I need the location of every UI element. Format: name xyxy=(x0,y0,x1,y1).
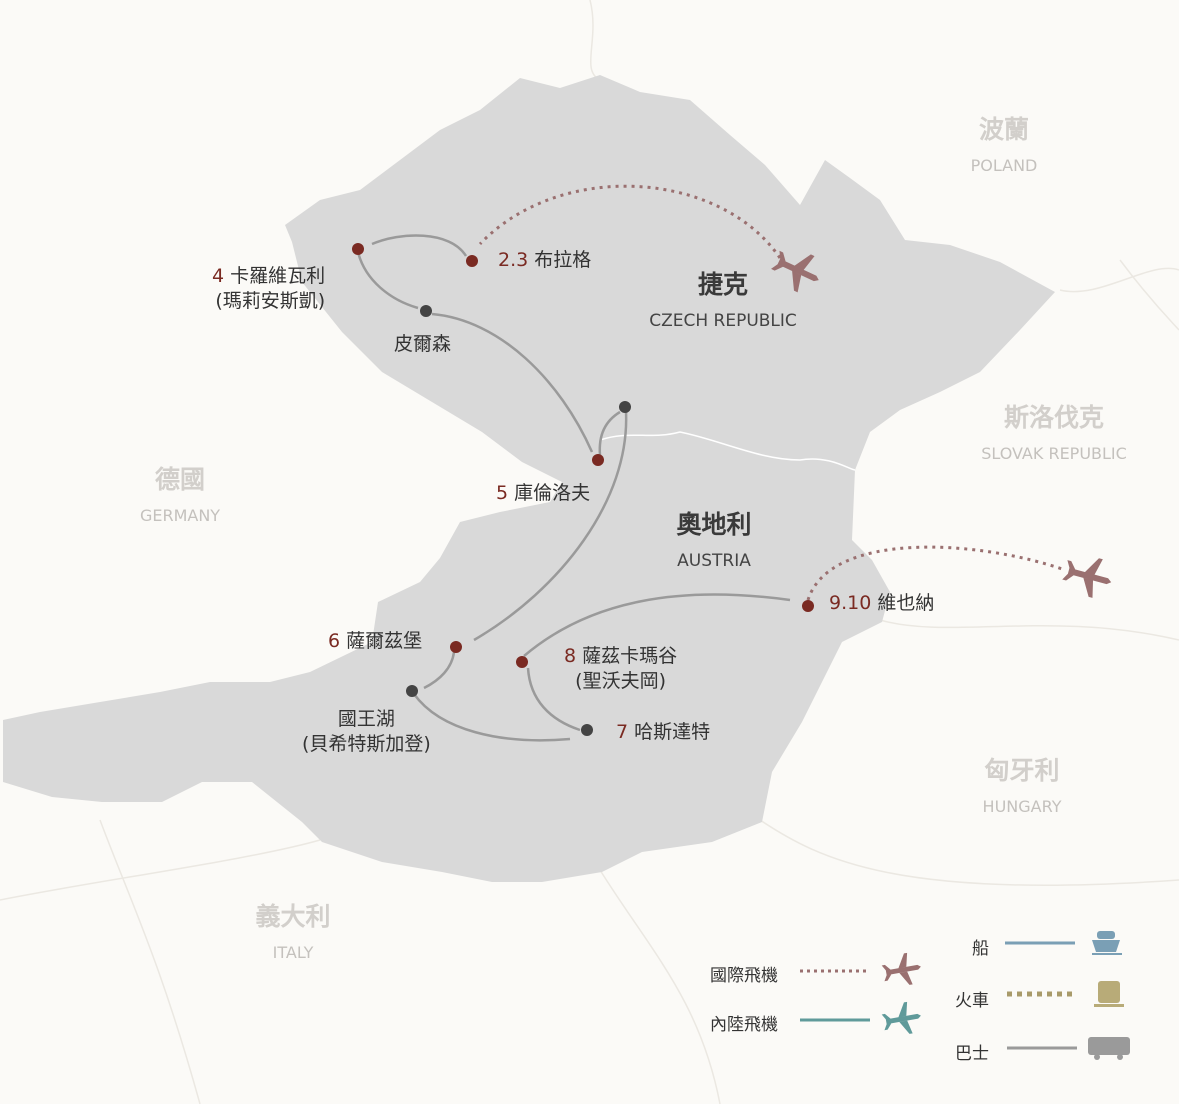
country-italy: 義大利 ITALY xyxy=(255,897,330,962)
stop-name: 維也納 xyxy=(877,592,935,614)
country-name-en: CZECH REPUBLIC xyxy=(649,311,797,331)
stop-name: 庫倫洛夫 xyxy=(514,482,591,504)
stop-number: 8 xyxy=(564,645,577,667)
country-name-en: ITALY xyxy=(272,943,314,962)
country-name-zh: 奧地利 xyxy=(676,510,752,539)
stop-number: 4 xyxy=(212,265,225,287)
bus-routes xyxy=(356,234,791,742)
country-germany: 德國 GERMANY xyxy=(140,460,220,525)
country-name-en: HUNGARY xyxy=(982,797,1062,816)
country-name-zh: 義大利 xyxy=(255,902,331,931)
stop-name: 皮爾森 xyxy=(394,333,452,355)
stop-number: 5 xyxy=(496,482,509,504)
stop-konigssee: 國王湖 (貝希特斯加登) xyxy=(302,707,431,757)
stop-name: 布拉格 xyxy=(534,249,592,271)
stop-name: 薩茲卡瑪谷 xyxy=(582,645,678,667)
legend-ship: 船 xyxy=(972,939,989,959)
stop-name: 國王湖 xyxy=(337,708,395,730)
country-name-zh: 捷克 xyxy=(697,270,748,299)
stop-number: 6 xyxy=(328,630,341,652)
stop-prague: 2.3 布拉格 xyxy=(498,248,591,273)
country-slovakia: 斯洛伐克 SLOVAK REPUBLIC xyxy=(981,398,1127,463)
country-name-en: POLAND xyxy=(970,156,1038,175)
country-name-en: SLOVAK REPUBLIC xyxy=(981,444,1127,463)
czech-austria-land xyxy=(3,75,1055,882)
stop-cesky-krumlov: 5 庫倫洛夫 xyxy=(496,481,590,506)
stop-karlovy-vary: 4 卡羅維瓦利 (瑪莉安斯凱) xyxy=(212,264,325,314)
stop-hallstatt: 7 哈斯達特 xyxy=(616,720,710,745)
stop-salzkammergut: 8 薩茲卡瑪谷 (聖沃夫岡) xyxy=(564,644,677,694)
plane-icons xyxy=(771,250,1112,598)
flight-routes xyxy=(478,184,1066,601)
stop-number: 7 xyxy=(616,721,629,743)
stop-markers xyxy=(352,243,814,668)
country-name-zh: 德國 xyxy=(154,465,205,494)
stop-name: 卡羅維瓦利 xyxy=(230,265,326,287)
legend-train: 火車 xyxy=(955,991,989,1011)
country-czech: 捷克 CZECH REPUBLIC xyxy=(649,265,797,331)
country-name-en: GERMANY xyxy=(139,506,221,525)
country-poland: 波蘭 POLAND xyxy=(971,110,1038,175)
stop-name: 薩爾茲堡 xyxy=(346,630,423,652)
stop-number: 9.10 xyxy=(829,592,872,614)
legend-domestic-flight: 內陸飛機 xyxy=(710,1015,778,1035)
stop-subname: (貝希特斯加登) xyxy=(302,733,431,755)
country-hungary: 匈牙利 HUNGARY xyxy=(983,751,1062,816)
czech-austria-border xyxy=(599,431,856,471)
stop-number: 2.3 xyxy=(498,249,529,271)
stop-vienna: 9.10 維也納 xyxy=(829,591,934,616)
legend-graphics xyxy=(800,931,1130,1060)
country-name-en: AUSTRIA xyxy=(677,551,751,571)
stop-plzen: 皮爾森 xyxy=(394,332,451,357)
stop-salzburg: 6 薩爾茲堡 xyxy=(328,629,422,654)
stop-subname: (瑪莉安斯凱) xyxy=(215,290,326,312)
waypoint-markers xyxy=(406,305,631,736)
country-name-zh: 斯洛伐克 xyxy=(1003,403,1104,432)
country-austria: 奧地利 AUSTRIA xyxy=(676,505,751,571)
stop-name: 哈斯達特 xyxy=(634,721,711,743)
country-name-zh: 波蘭 xyxy=(978,115,1030,144)
legend-bus: 巴士 xyxy=(955,1044,989,1064)
stop-subname: (聖沃夫岡) xyxy=(575,670,666,692)
legend-intl-flight: 國際飛機 xyxy=(710,966,778,986)
country-name-zh: 匈牙利 xyxy=(984,756,1060,785)
